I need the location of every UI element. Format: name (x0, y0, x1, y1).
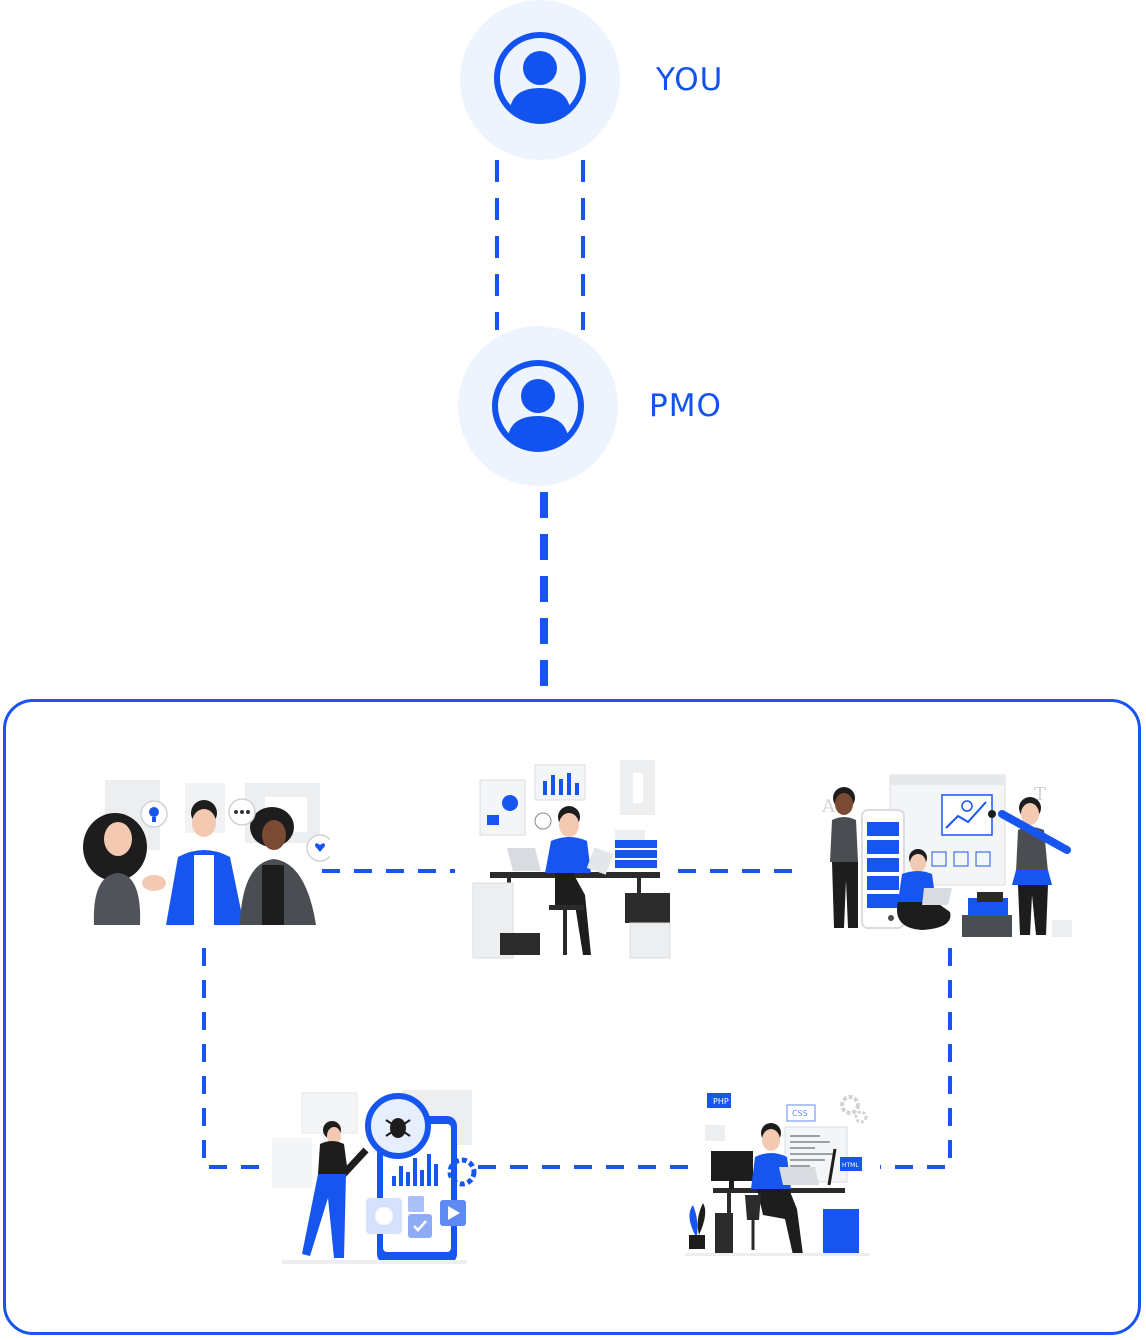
team-link-1-4 (202, 948, 275, 1169)
pmo-node (458, 326, 618, 486)
team-discussion-illustration (83, 780, 330, 925)
user-avatar-icon (494, 32, 586, 124)
user-avatar-icon (492, 360, 584, 452)
app-testing-bug-illustration (272, 1090, 477, 1264)
team-link-3-5 (880, 948, 952, 1169)
you-label: YOU (656, 62, 724, 98)
svg-text:A: A (821, 796, 836, 817)
svg-text:HTML: HTML (842, 1162, 859, 1169)
web-developer-illustration: PHP CSS HTML (685, 1093, 870, 1256)
pmo-label: PMO (649, 388, 722, 424)
svg-text:PHP: PHP (713, 1097, 729, 1106)
office-desk-worker-illustration (472, 760, 671, 959)
ui-design-team-illustration: A T (821, 774, 1072, 937)
svg-text:CSS: CSS (792, 1109, 808, 1118)
you-node (460, 0, 620, 160)
team-container (3, 699, 1141, 1335)
